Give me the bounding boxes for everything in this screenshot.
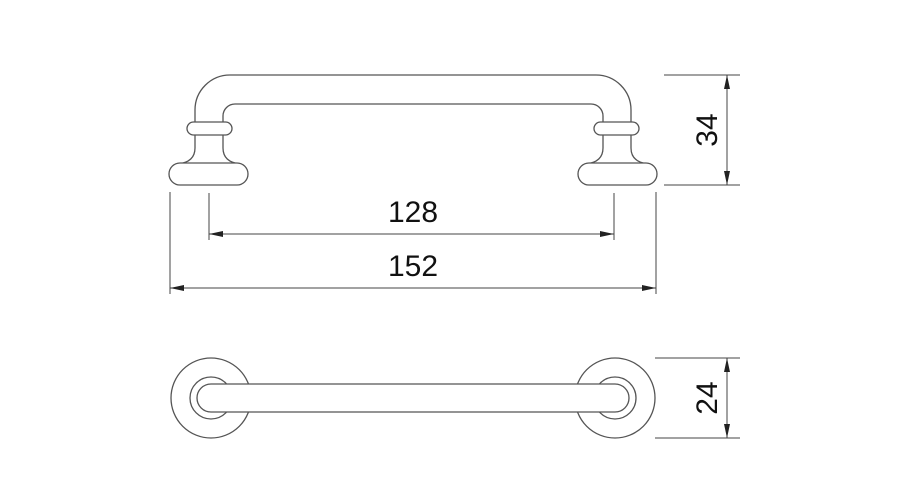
- dimension-label-128: 128: [388, 196, 438, 229]
- right-leg: [577, 74, 658, 186]
- grip-bar: [196, 383, 630, 413]
- top-view: [170, 357, 656, 439]
- left-leg: [168, 74, 249, 186]
- base: [168, 162, 249, 186]
- dimension-label-24: 24: [691, 381, 724, 414]
- collar: [186, 121, 233, 136]
- dimension-label-152: 152: [388, 250, 438, 283]
- dimension-24: 24: [655, 357, 740, 439]
- dimension-152: 152: [169, 192, 657, 294]
- side-view: [168, 74, 658, 186]
- dimension-label-34: 34: [691, 113, 724, 146]
- dimension-128: 128: [208, 193, 615, 240]
- dimension-34: 34: [664, 74, 740, 186]
